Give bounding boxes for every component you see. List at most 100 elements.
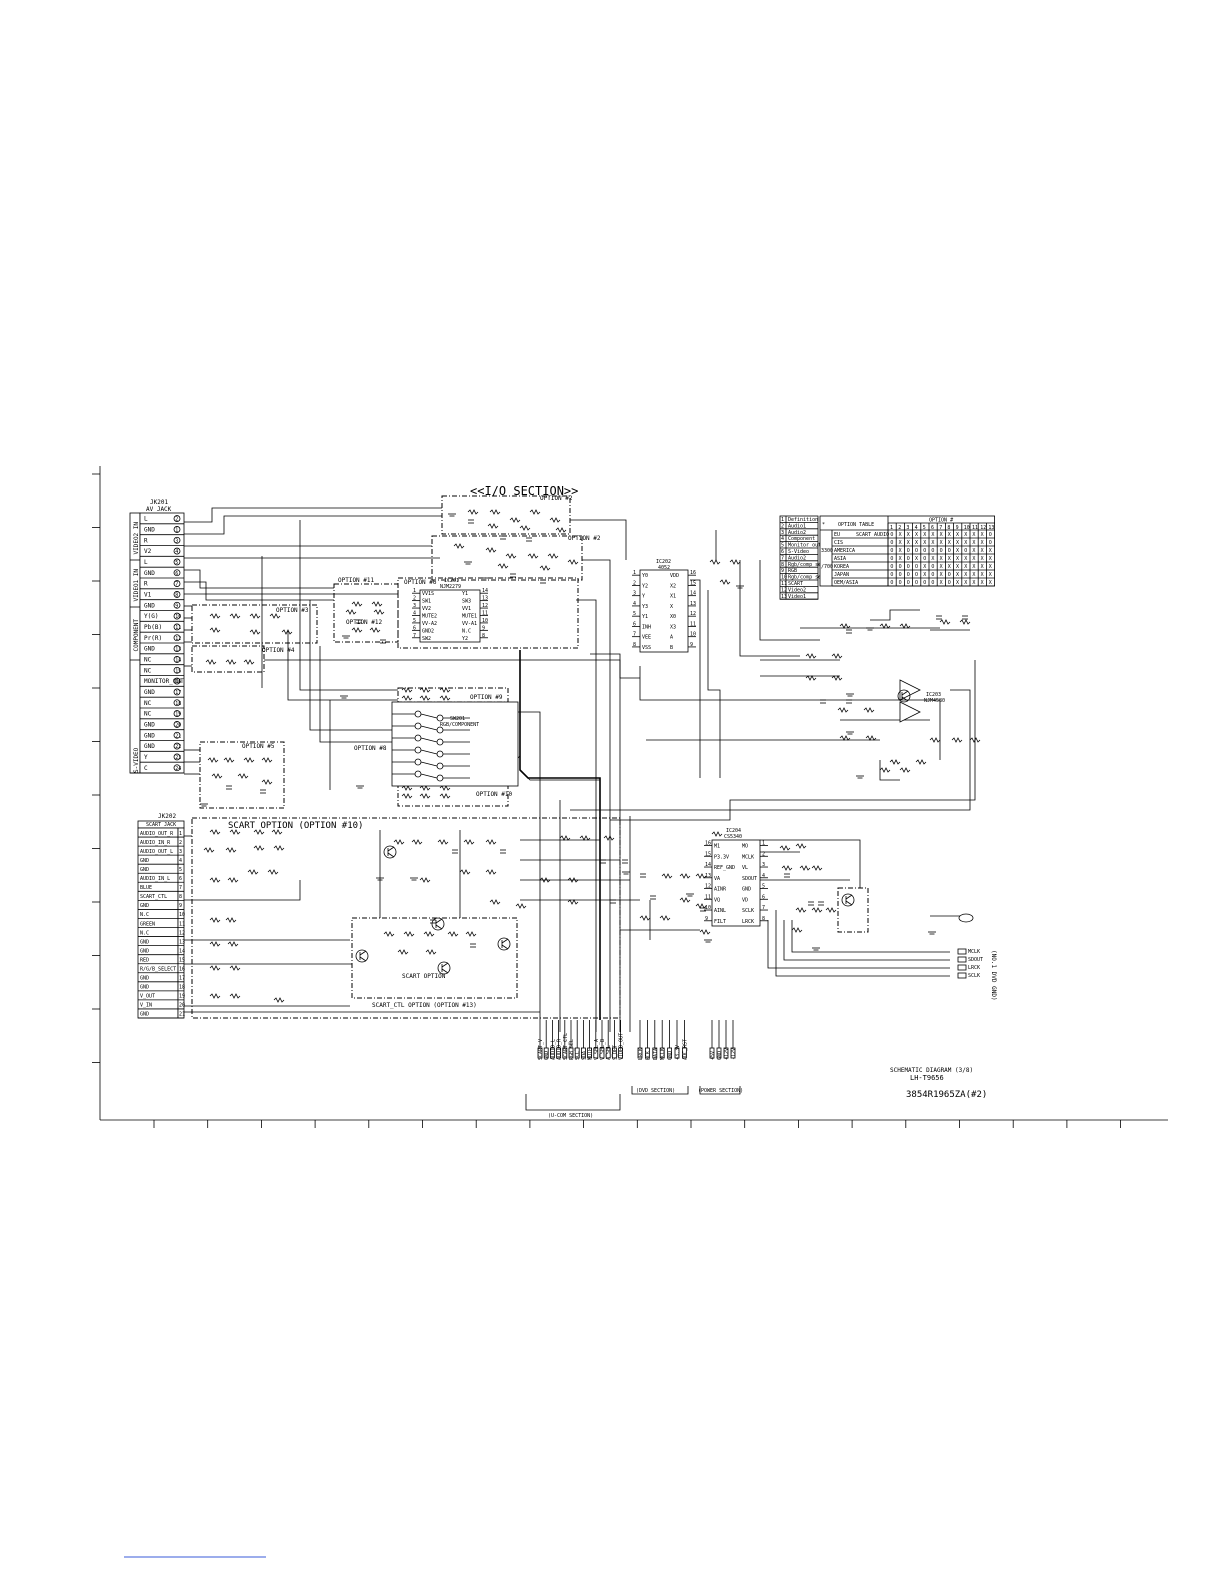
av-pin-label: GND — [144, 526, 155, 533]
ucom-connector-pin — [587, 1047, 592, 1059]
option-table-colnum: 4 — [915, 525, 918, 531]
option-table-cell: X — [981, 532, 984, 538]
ucom-connector-pin-label: SCART_V — [538, 1039, 544, 1060]
option-table-cell: X — [956, 532, 959, 538]
scart-pin-num: 14 — [179, 948, 185, 954]
ucom-connector-pin-label: GND — [544, 1051, 550, 1060]
scart-pin-num: 5 — [179, 867, 182, 873]
transistor-collector — [441, 962, 449, 968]
ic201-part: NJM2279 — [440, 584, 461, 590]
ic-pin-name: GND2 — [422, 628, 434, 634]
legend-num: 7 — [781, 555, 784, 561]
resistor — [401, 695, 413, 701]
av-pin-circle — [173, 656, 181, 663]
switch-arm — [420, 713, 438, 719]
resistor — [549, 517, 561, 523]
dvd-connector-pin-label: MCLK — [660, 1048, 666, 1060]
resistor — [779, 845, 791, 851]
switch-arm — [420, 725, 438, 731]
ic-pin-name: VL — [742, 865, 748, 871]
option-table-cell: X — [964, 572, 967, 578]
title-block: SCHEMATIC DIAGRAM (3/8) LH-T9656 3854R19… — [890, 1067, 987, 1100]
resistor — [489, 509, 501, 515]
resistor — [811, 865, 823, 871]
option-table-rowname: CIS — [834, 540, 843, 546]
option12-label: OPTION #12 — [346, 619, 383, 626]
av-jack-name: AV JACK — [146, 506, 172, 513]
resistor — [439, 793, 451, 799]
ic202-part: 4052 — [658, 565, 670, 571]
ic204-part: CS5340 — [724, 834, 742, 840]
resistor — [397, 949, 409, 955]
ic-pin-num: 13 — [482, 596, 488, 602]
ucom-connector-pin — [568, 1047, 574, 1059]
resistor — [229, 993, 241, 999]
scart-pin-num: 11 — [179, 921, 185, 927]
right-out-label: (NO.1 DVD GND) — [990, 950, 997, 1001]
dvd-connector-pin — [637, 1047, 643, 1059]
transistor — [355, 949, 369, 963]
av-group-label: VIDEO2 IN — [133, 522, 140, 555]
resistor — [439, 785, 451, 791]
option-table-cell: X — [989, 572, 992, 578]
resistor — [273, 997, 285, 1003]
option-table-cell: X — [899, 540, 902, 546]
resistor — [383, 931, 395, 937]
av-pin-num: 4 — [175, 549, 178, 555]
ic-pin-name: SCLK — [742, 908, 754, 914]
option-table-colnum: 2 — [898, 525, 901, 531]
option-table-cell: O — [948, 572, 951, 578]
option-table-cell: X — [981, 548, 984, 554]
ic-pin-num: 3 — [762, 862, 765, 868]
ic204-ref: IC204 — [726, 828, 741, 834]
transistor-emitter — [901, 696, 909, 702]
ucom-connector-pin — [581, 1047, 586, 1059]
right-connector-pin — [957, 964, 967, 971]
resistor — [273, 845, 285, 851]
option-table-cell: X — [915, 540, 918, 546]
option-table-rowname: AMERICA — [834, 548, 855, 554]
scart-pin-num: 1 — [179, 831, 182, 837]
option9-label: OPTION #9 — [470, 694, 503, 701]
resistor — [209, 877, 221, 883]
av-pin-circle — [173, 601, 181, 609]
option-boxes: OPTION #2 OPTION #2 OPTION #11 OPTION #1… — [191, 495, 869, 1019]
footer-line2: LH-T9656 — [910, 1074, 944, 1082]
resistor — [839, 735, 851, 741]
option-table-cell: X — [964, 532, 967, 538]
resistor — [951, 737, 963, 743]
option-table-cell: X — [972, 556, 975, 562]
dvd-connector-pin-label: ADC_RST — [682, 1039, 688, 1060]
resistor — [567, 877, 579, 883]
scart-pin-num: 20 — [179, 1003, 185, 1009]
option-table-cell: O — [890, 556, 893, 562]
resistor — [371, 601, 383, 607]
av-pin-circle — [173, 753, 181, 761]
option-table-cell: X — [981, 564, 984, 570]
resistor — [863, 707, 875, 713]
av-pin-label: L — [144, 559, 148, 566]
ic-pin-num: 1 — [633, 570, 636, 576]
legend-text: Video1 — [788, 594, 806, 600]
av-pin-circle — [173, 710, 181, 717]
av-pin-num: 11 — [175, 625, 181, 631]
option-table-cell: X — [989, 564, 992, 570]
av-pin-num: 16 — [175, 679, 181, 685]
scart-pin-num: 4 — [179, 858, 182, 864]
ic-pin-num: 6 — [633, 621, 636, 627]
option-table-colnum: 7 — [939, 525, 942, 531]
resistor — [579, 835, 591, 841]
footer-line3: 3854R1965ZA(#2) — [906, 1090, 987, 1100]
option-table-cell: X — [899, 556, 902, 562]
resistor — [249, 629, 261, 635]
legend-text: RGB — [788, 568, 797, 574]
av-pin-num: 8 — [175, 592, 178, 598]
av-pin-circle — [173, 580, 181, 587]
transistor-emitter — [387, 852, 395, 858]
resistor — [411, 839, 423, 845]
option-table-cell: O — [948, 580, 951, 586]
resistor — [679, 873, 691, 879]
legend-text: Rgb/comp sel — [788, 562, 824, 568]
